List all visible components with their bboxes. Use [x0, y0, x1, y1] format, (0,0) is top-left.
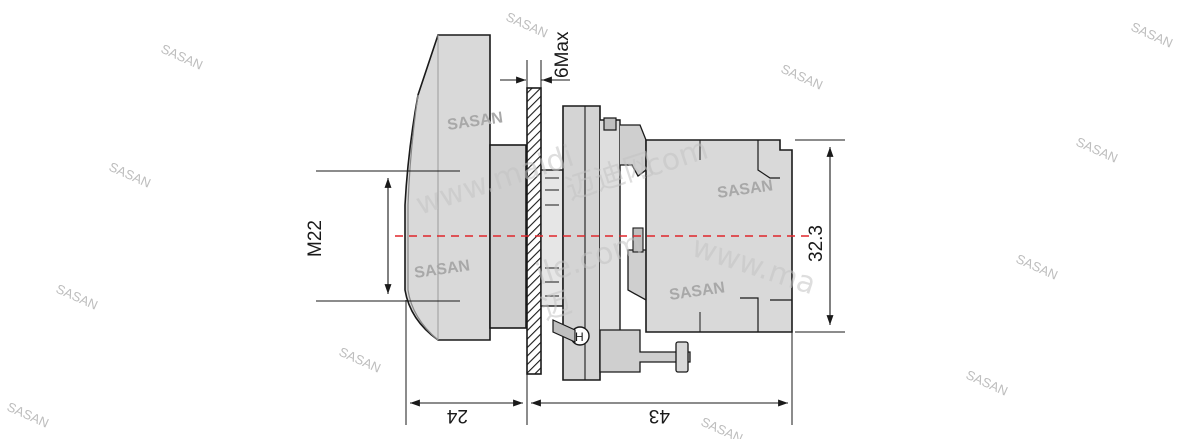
watermark-logo: SASAN [964, 367, 1010, 399]
terminal-screw: H [552, 319, 691, 373]
height-dimension: 32.3 [795, 139, 845, 333]
watermark-logo: SASAN [1074, 134, 1120, 166]
threaded-sleeve [540, 169, 564, 307]
actuator-head [404, 34, 491, 341]
rear-depth-label: 43 [649, 405, 670, 426]
panel-section [526, 87, 542, 375]
watermark-logo: SASAN [1014, 251, 1060, 283]
watermark-logo: SASAN [337, 344, 383, 376]
panel-thickness-dimension: 6Max [500, 31, 573, 90]
watermark-logo: SASAN [504, 9, 550, 41]
watermark-logo: SASAN [699, 414, 745, 439]
watermark-logo: SASAN [107, 159, 153, 191]
panel-max-label: 6Max [552, 31, 573, 78]
watermark-logo: SASAN [779, 61, 825, 93]
thread-label: M22 [305, 220, 326, 257]
height-label: 32.3 [806, 225, 827, 262]
watermark-logo: SASAN [5, 399, 51, 431]
depth-dimensions: 24 43 [405, 300, 793, 426]
svg-text:H: H [575, 330, 584, 344]
thread-dimension: M22 [305, 170, 460, 302]
watermark-logo: SASAN [54, 281, 100, 313]
watermark-logo: SASAN [159, 41, 205, 73]
watermark-logo: SASAN [1129, 19, 1175, 51]
front-depth-label: 24 [446, 405, 468, 426]
